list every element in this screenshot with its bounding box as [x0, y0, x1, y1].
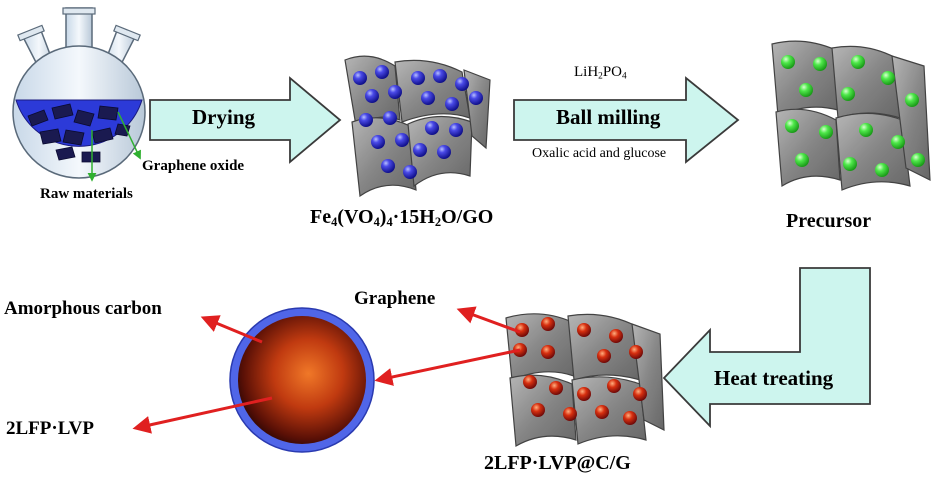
label-graphene: Graphene	[354, 288, 436, 309]
label-graphene-oxide: Graphene oxide	[142, 158, 245, 174]
pointer-amorphous-carbon	[200, 315, 263, 344]
label-core: 2LFP·LVP	[6, 418, 94, 439]
intermediate-formula-label: Fe4(VO4)4·15H2O/GO	[310, 206, 494, 230]
lfp-lvp-core	[238, 316, 366, 444]
precursor-label: Precursor	[786, 210, 872, 232]
pointer-graphene	[456, 306, 521, 334]
product-label: 2LFP·LVP@C/G	[484, 452, 631, 474]
fe-vanadate-spheres	[353, 65, 483, 179]
precursor-spheres	[781, 55, 925, 177]
final-product-composite	[505, 313, 665, 447]
arrow-drying	[149, 76, 342, 164]
core-shell-particle	[229, 307, 375, 453]
pointer-core	[132, 396, 273, 434]
three-neck-flask	[12, 7, 146, 182]
pointer-to-particle	[374, 348, 521, 386]
arrow-ball-milling	[513, 76, 740, 164]
ball-milling-reagent-bottom: Oxalic acid and glucose	[532, 146, 667, 161]
step-ball-milling-label: Ball milling	[556, 105, 661, 129]
ball-milling-reagent-top: LiH2PO4	[574, 64, 627, 82]
label-amorphous-carbon: Amorphous carbon	[4, 298, 162, 319]
graphene-oxide-flakes	[27, 103, 131, 163]
step-heat-treating-label: Heat treating	[714, 366, 834, 390]
arrow-heat-treating	[662, 267, 871, 429]
step-drying-label: Drying	[192, 105, 255, 129]
pointer-graphene-oxide	[117, 111, 141, 160]
precursor-composite	[771, 40, 931, 191]
product-spheres	[513, 317, 647, 425]
label-raw-materials: Raw materials	[40, 186, 133, 202]
fe-vanadate-graphene-oxide-composite	[344, 55, 491, 198]
